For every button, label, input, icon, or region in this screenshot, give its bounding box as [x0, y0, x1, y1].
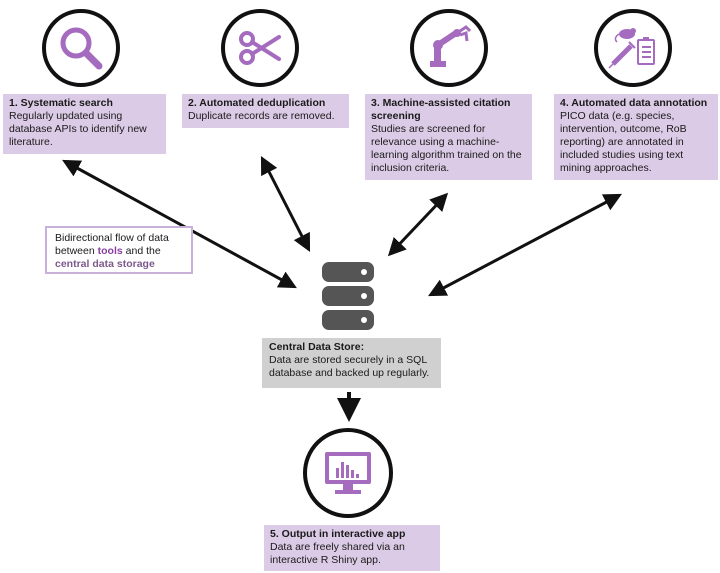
- magnifier-icon: [60, 27, 103, 70]
- output-box: 5. Output in interactive app Data are fr…: [264, 525, 440, 571]
- database-icon: [322, 262, 374, 330]
- monitor-chart-icon: [325, 452, 371, 494]
- step-screening-box: 3. Machine-assisted citation screening S…: [365, 94, 532, 180]
- step-title: 2. Automated deduplication: [188, 97, 326, 109]
- legend-text-pre: Bidirectional flow of data between: [55, 232, 169, 257]
- step-title: 1. Systematic search: [9, 97, 113, 109]
- step-title: 3. Machine-assisted citation screening: [371, 97, 511, 122]
- legend-storage: central data storage: [55, 258, 155, 270]
- mouse-syringe-clipboard-icon: [608, 28, 655, 69]
- search-circle: [42, 9, 120, 87]
- central-title: Central Data Store:: [269, 341, 365, 353]
- scissors-icon: [239, 31, 281, 65]
- output-title: 5. Output in interactive app: [270, 528, 406, 540]
- annotation-circle: [594, 9, 672, 87]
- step-search-box: 1. Systematic search Regularly updated u…: [3, 94, 166, 154]
- step-desc: Regularly updated using database APIs to…: [9, 110, 147, 148]
- arrow-dedup-to-store: [260, 155, 311, 253]
- step-desc: Studies are screened for relevance using…: [371, 123, 522, 174]
- flow-legend: Bidirectional flow of data between tools…: [45, 226, 193, 274]
- step-annotation-box: 4. Automated data annotation PICO data (…: [554, 94, 718, 180]
- legend-text-mid: and the: [122, 245, 161, 257]
- legend-tools: tools: [97, 245, 123, 257]
- arrow-search-to-store: [62, 159, 297, 289]
- robot-arm-icon: [430, 25, 472, 67]
- screening-circle: [410, 9, 488, 87]
- output-desc: Data are freely shared via an interactiv…: [270, 541, 405, 566]
- arrow-screening-to-store: [387, 192, 449, 257]
- dedup-circle: [221, 9, 299, 87]
- step-desc: PICO data (e.g. species, intervention, o…: [560, 110, 687, 174]
- central-desc: Data are stored securely in a SQL databa…: [269, 354, 430, 379]
- step-title: 4. Automated data annotation: [560, 97, 708, 109]
- output-circle: [303, 428, 393, 518]
- arrow-annotation-to-store: [428, 193, 622, 297]
- step-desc: Duplicate records are removed.: [188, 110, 335, 122]
- central-data-store-box: Central Data Store: Data are stored secu…: [262, 338, 441, 388]
- step-dedup-box: 2. Automated deduplication Duplicate rec…: [182, 94, 349, 128]
